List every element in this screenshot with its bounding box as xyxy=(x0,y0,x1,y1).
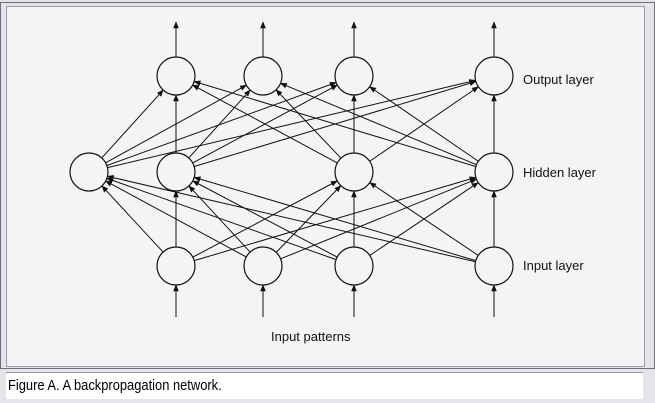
edge-hidden-4-to-output-3 xyxy=(369,86,479,162)
edge-input-2-to-hidden-3 xyxy=(275,185,342,253)
neuron-nodes xyxy=(69,56,514,286)
edge-input-3-to-hidden-1 xyxy=(106,177,337,261)
edge-input-4-to-hidden-1 xyxy=(106,174,476,263)
output-node-2 xyxy=(243,56,283,96)
output-layer-label: Output layer xyxy=(523,72,594,87)
edge-input-2-to-hidden-1 xyxy=(105,180,247,258)
edge-input-3-to-hidden-2 xyxy=(192,180,338,258)
edge-input-2-to-hidden-2 xyxy=(188,185,251,253)
edge-hidden-2-to-output-2 xyxy=(188,89,251,159)
edge-hidden-1-to-output-3 xyxy=(106,81,337,166)
input-node-1 xyxy=(156,246,196,286)
edge-hidden-3-to-output-1 xyxy=(192,84,338,164)
hidden-node-3 xyxy=(334,152,374,192)
hidden-node-2 xyxy=(156,152,196,192)
input-patterns-label: Input patterns xyxy=(271,329,351,344)
edge-input-2-to-hidden-4 xyxy=(280,178,478,260)
hidden-node-1 xyxy=(69,152,109,192)
edge-input-1-to-hidden-1 xyxy=(101,185,164,253)
input-node-3 xyxy=(334,246,374,286)
edge-hidden-1-to-output-1 xyxy=(101,89,164,159)
input-layer-label: Input layer xyxy=(523,258,584,273)
connection-edges xyxy=(101,21,497,317)
edge-hidden-4-to-output-1 xyxy=(193,80,476,167)
hidden-node-4 xyxy=(474,152,514,192)
input-node-2 xyxy=(243,246,283,286)
caption-text: Figure A. A backpropagation network. xyxy=(8,377,222,394)
figure-caption: Figure A. A backpropagation network. xyxy=(6,372,643,399)
output-node-3 xyxy=(334,56,374,96)
edge-hidden-4-to-output-2 xyxy=(279,82,477,166)
output-node-1 xyxy=(156,56,196,96)
output-node-4 xyxy=(474,56,514,96)
edge-input-4-to-hidden-2 xyxy=(193,176,476,262)
edge-hidden-1-to-output-4 xyxy=(107,79,477,169)
hidden-layer-label: Hidden layer xyxy=(523,165,596,180)
input-node-4 xyxy=(474,246,514,286)
edge-input-4-to-hidden-3 xyxy=(369,182,479,256)
edge-hidden-3-to-output-2 xyxy=(275,89,342,159)
